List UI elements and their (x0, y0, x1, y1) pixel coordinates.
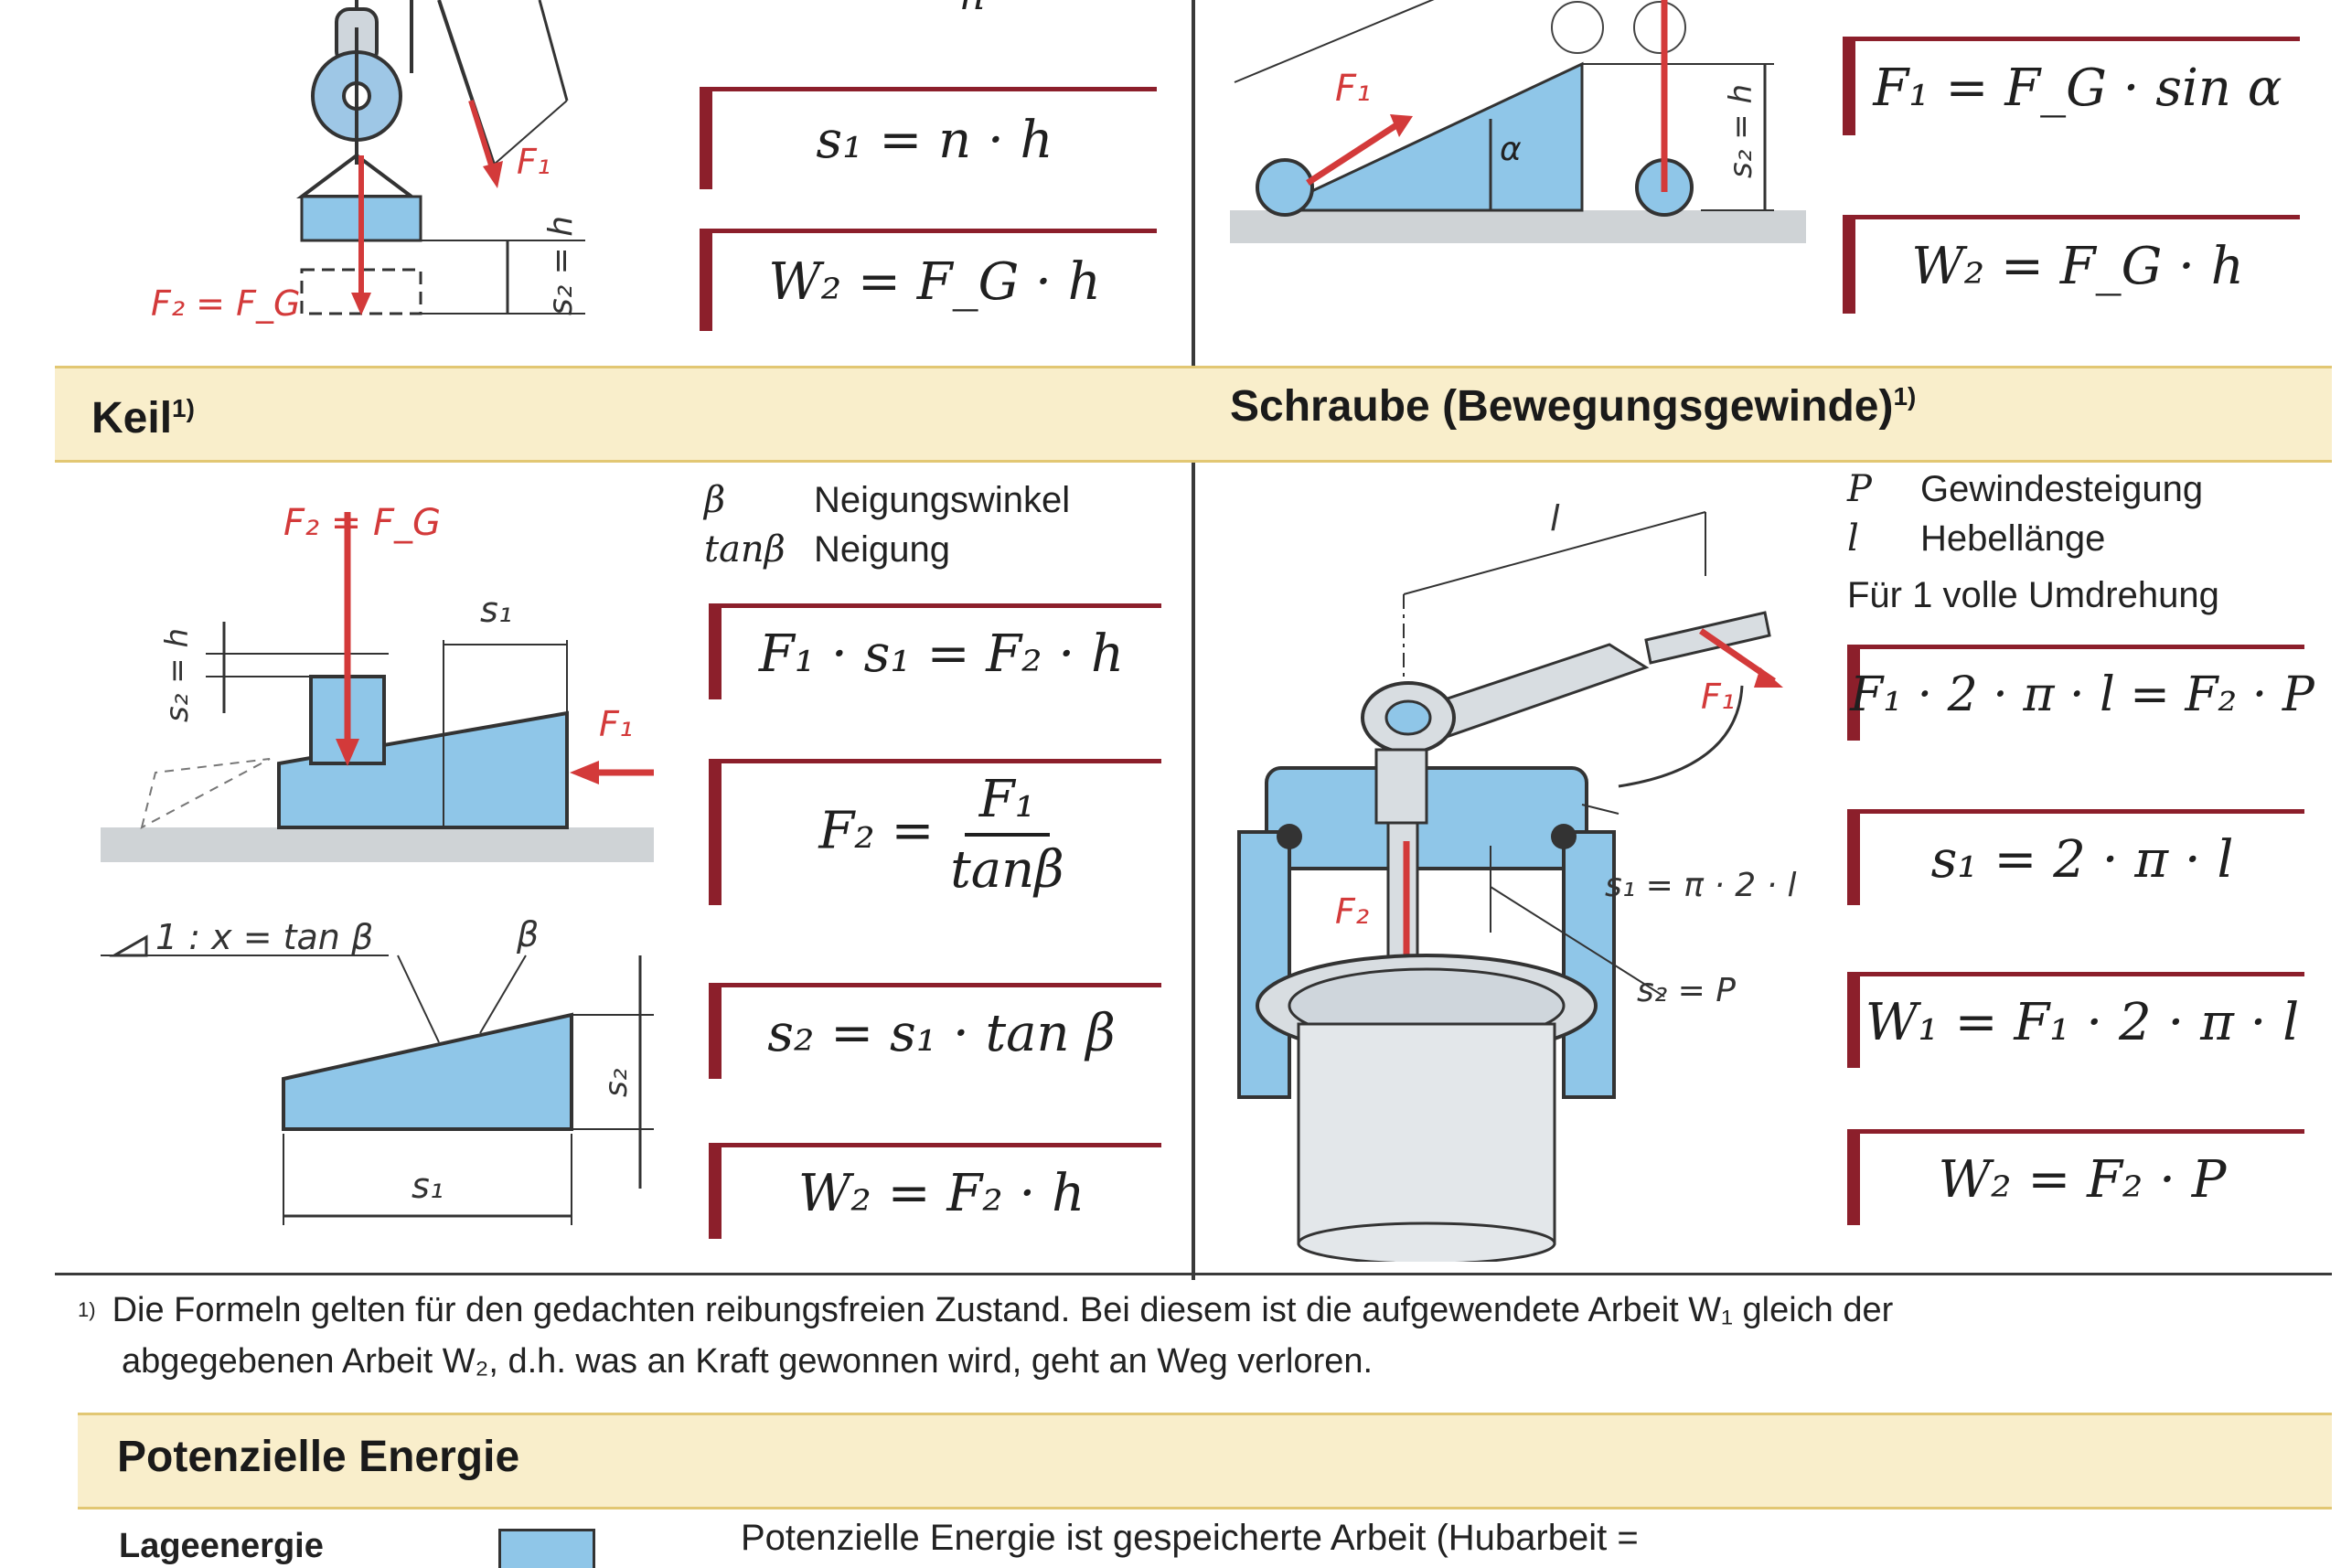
schraube-legend-row: P Gewindesteigung (1847, 464, 2219, 514)
section-header-band (55, 366, 2332, 463)
formula-keil-f2-denominator: tanβ (950, 839, 1064, 900)
label-keil-f2-fg: F₂ = F_G (283, 502, 441, 544)
footnote-text-2: abgegebenen Arbeit W₂, d.h. was an Kraft… (122, 1342, 1374, 1381)
formula-keil-work-balance: F₁ · s₁ = F₂ · h (758, 624, 1125, 684)
keil-legend-symbol: β (704, 479, 726, 521)
formula-screw-w1: W₁ = F₁ · 2 · π · l (1865, 992, 2300, 1052)
potenzielle-text: Potenzielle Energie ist gespeicherte Arb… (741, 1518, 1639, 1558)
formula-screw-w2: W₂ = F₂ · P (1938, 1149, 2227, 1210)
footnote: 1) Die Formeln gelten für den gedachten r… (78, 1285, 2309, 1387)
formula-f1-fg-sin-alpha: F₁ = F_G · sin α (1873, 59, 2282, 118)
label-right-alpha: α (1500, 131, 1522, 168)
column-divider (1192, 0, 1195, 1280)
formula-box-w2-fg-h: W₂ = F_G · h (700, 229, 1157, 331)
keil-legend-row: β Neigungswinkel (704, 475, 1070, 525)
screw-puller-diagram: l F₁ F₂ s₁ = π · 2 · l s₂ = P (1237, 498, 1796, 1262)
label-right-f1: F₁ (1335, 68, 1371, 110)
keil-legend-text: Neigungswinkel (814, 480, 1071, 520)
lageenergie-label: Lageenergie (119, 1527, 324, 1565)
schraube-legend-text: Hebellänge (1920, 518, 2106, 559)
label-screw-f2: F₂ (1335, 891, 1369, 932)
schraube-legend-row: l Hebellänge (1847, 514, 2219, 563)
formula-box-screw-3: W₁ = F₁ · 2 · π · l (1847, 972, 2304, 1068)
formula-w2-fg-h-right: W₂ = F_G · h (1911, 237, 2244, 296)
formula-box-s1-n-h: s₁ = n · h (700, 87, 1157, 189)
label-screw-s1: s₁ = π · 2 · l (1605, 867, 1796, 904)
potenzielle-title: Potenzielle Energie (117, 1433, 520, 1481)
keil-legend-row: tanβ Neigung (704, 525, 1070, 574)
footnote-mark: 1) (78, 1298, 96, 1321)
potenzielle-band (78, 1413, 2332, 1509)
formula-keil-f2: F₂ = F₁ tanβ (818, 770, 1064, 900)
label-keil-s1: s₁ (480, 590, 512, 630)
schraube-footnote-mark: 1) (1893, 382, 1917, 411)
schraube-legend-symbol: P (1847, 468, 1872, 510)
formula-box-keil-4: W₂ = F₂ · h (709, 1143, 1161, 1239)
formula-w2-fg-h-left: W₂ = F_G · h (768, 252, 1101, 312)
keil-title-text: Keil (91, 394, 173, 443)
formula-keil-w2: W₂ = F₂ · h (797, 1163, 1085, 1223)
separator-line (55, 1273, 2332, 1275)
formula-box-screw-1: F₁ · 2 · π · l = F₂ · P (1847, 645, 2314, 741)
pulley-diagram: F₁ F₂ = F_G s₂ = h (151, 0, 585, 324)
footnote-line-2: abgegebenen Arbeit W₂, d.h. was an Kraft… (78, 1336, 2309, 1387)
formula-keil-s2: s₂ = s₁ · tan β (767, 1003, 1116, 1063)
label-keil-slope: 1 : x = tan β (155, 917, 373, 957)
formula-box-f1-fg-sin: F₁ = F_G · sin α (1843, 37, 2300, 135)
label-keil-s2-h: s₂ = h (159, 628, 196, 722)
formula-screw-work-balance: F₁ · 2 · π · l = F₂ · P (1850, 667, 2314, 722)
label-keil-s1-bottom: s₁ (412, 1166, 444, 1206)
energy-icon-box (498, 1529, 595, 1568)
formula-box-screw-2: s₁ = 2 · π · l (1847, 809, 2304, 905)
schraube-legend-note: Für 1 volle Umdrehung (1847, 575, 2219, 615)
keil-legend-symbol: tanβ (704, 528, 786, 571)
formula-keil-f2-fraction: F₁ tanβ (950, 770, 1064, 900)
label-screw-l: l (1550, 498, 1560, 539)
schraube-title: Schraube (Bewegungsgewinde)1) (1230, 381, 1916, 432)
label-left-f1: F₁ (517, 142, 551, 182)
formula-box-screw-4: W₂ = F₂ · P (1847, 1129, 2304, 1225)
formula-s1-n-h: s₁ = n · h (816, 111, 1053, 170)
schraube-legend-symbol: l (1847, 517, 1859, 560)
keil-footnote-mark: 1) (172, 394, 195, 422)
label-screw-f1: F₁ (1701, 677, 1735, 717)
keil-legend-text: Neigung (814, 529, 951, 570)
label-keil-s2: s₂ (598, 1068, 635, 1097)
footnote-text-1: Die Formeln gelten für den gedachten rei… (112, 1291, 1894, 1329)
label-screw-s2: s₂ = P (1637, 972, 1736, 1009)
formula-top-partial: h (960, 0, 986, 19)
schraube-legend: P Gewindesteigung l Hebellänge Für 1 volle… (1847, 464, 2219, 620)
wedge-diagram: F₂ = F_G s₂ = h s₁ F₁ 1 : x = tan β β s₂… (101, 502, 654, 1225)
formula-box-keil-1: F₁ · s₁ = F₂ · h (709, 603, 1161, 699)
label-keil-beta: β (516, 914, 539, 955)
keil-legend: β Neigungswinkel tanβ Neigung (704, 475, 1070, 574)
label-right-s2: s₂ = h (1723, 84, 1759, 178)
formula-screw-s1: s₁ = 2 · π · l (1930, 829, 2234, 890)
formula-box-keil-2: F₂ = F₁ tanβ (709, 759, 1161, 905)
label-left-s2: s₂ = h (542, 216, 580, 315)
label-keil-f1: F₁ (599, 704, 633, 744)
formula-keil-f2-lhs: F₂ = (818, 801, 935, 860)
schraube-legend-text: Gewindesteigung (1920, 469, 2204, 509)
formula-box-keil-3: s₂ = s₁ · tan β (709, 983, 1161, 1079)
formula-keil-f2-numerator: F₁ (964, 770, 1051, 837)
label-left-f2-fg: F₂ = F_G (151, 283, 300, 324)
footnote-line-1: 1) Die Formeln gelten für den gedachten r… (78, 1285, 2309, 1336)
formula-box-w2-fg-h-right: W₂ = F_G · h (1843, 215, 2300, 314)
schraube-title-text: Schraube (Bewegungsgewinde) (1230, 382, 1894, 431)
inclined-plane-diagram: F₁ α s₂ = h (1230, 0, 1806, 243)
keil-title: Keil1) (91, 393, 195, 443)
